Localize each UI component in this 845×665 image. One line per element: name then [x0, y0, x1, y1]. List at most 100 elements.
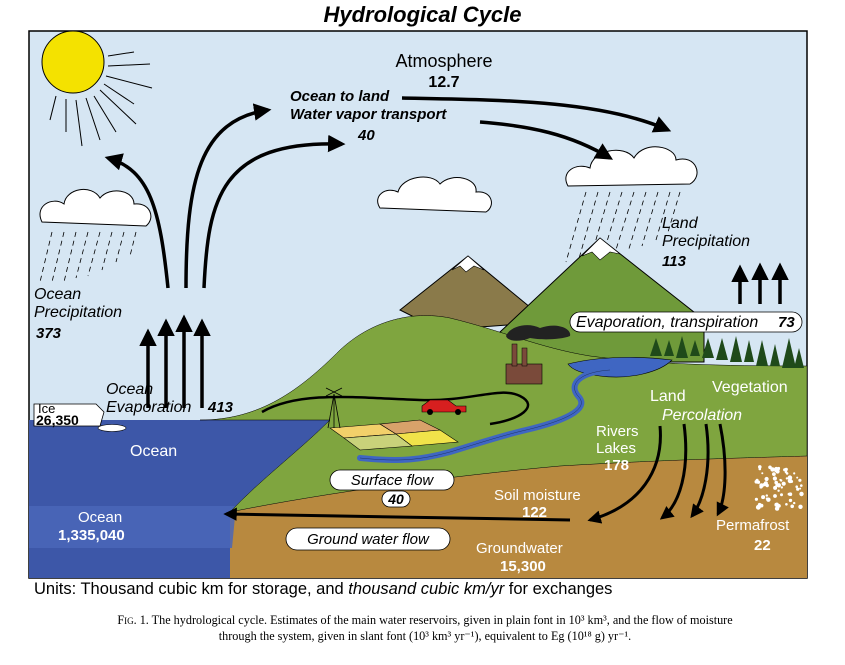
ice-shelf	[33, 403, 105, 427]
percolation-arrows	[587, 423, 729, 524]
ice-label: Ice	[38, 401, 55, 416]
lakes-label: Lakes	[596, 440, 636, 457]
units-note: Units: Thousand cubic km for storage, an…	[34, 580, 612, 599]
ocean-evap-label-2: Evaporation	[106, 399, 191, 416]
ocean-deep-band	[29, 506, 236, 548]
permafrost-dot	[795, 485, 798, 489]
permafrost-dot	[800, 493, 803, 497]
permafrost-dot	[780, 493, 783, 497]
surface-flow-label: Surface flow	[351, 472, 435, 489]
units-plain: Units: Thousand cubic km for storage, an…	[34, 580, 349, 598]
surface-flow-line	[261, 391, 530, 426]
sun-icon	[41, 30, 153, 147]
surface-flow-value: 40	[387, 491, 404, 507]
permafrost-dot	[758, 465, 762, 469]
groundwater-value: 15,300	[500, 558, 546, 575]
permafrost-dot	[758, 467, 762, 471]
caption-fig: Fig. 1.	[117, 613, 149, 627]
permafrost-dot	[779, 478, 782, 481]
permafrost-dot	[761, 495, 766, 500]
permafrost-dot	[774, 502, 779, 507]
permafrost-dot	[776, 483, 781, 488]
vapor-transport-arrows	[104, 96, 672, 289]
permafrost-dot	[793, 501, 796, 505]
permafrost-label: Permafrost	[716, 517, 790, 534]
land-precip-label: Land	[662, 215, 699, 232]
ground-water-flow-label: Ground water flow	[307, 531, 430, 548]
permafrost-dot	[788, 498, 793, 503]
cloud-middle-icon	[377, 176, 492, 213]
permafrost-dots	[754, 465, 804, 511]
evap-transp-label: Evaporation, transpiration	[576, 314, 758, 331]
ocean-precip-value: 373	[36, 325, 62, 342]
figure-caption: Fig. 1. The hydrological cycle. Estimate…	[80, 612, 770, 644]
surface-flow-box	[329, 469, 455, 491]
permafrost-dot	[785, 503, 788, 506]
caption-line2: through the system, given in slant font …	[218, 629, 632, 643]
permafrost-dot	[785, 477, 789, 480]
permafrost-dot	[763, 481, 768, 486]
factory-icon	[505, 325, 571, 385]
land-precip-label-2: Precipitation	[662, 233, 750, 250]
mountain-left-snow	[451, 255, 485, 273]
permafrost-dot	[798, 478, 802, 482]
permafrost-dot	[799, 487, 802, 490]
permafrost-dot	[798, 504, 803, 509]
permafrost-dot	[793, 472, 796, 475]
land-evaporation-arrows	[731, 262, 789, 304]
soil-moisture-label: Soil moisture	[494, 487, 581, 504]
ocean-evaporation-arrows	[139, 314, 211, 408]
permafrost-dot	[787, 492, 791, 496]
ocean-label: Ocean	[130, 443, 177, 460]
permafrost-dot	[774, 480, 778, 485]
permafrost-value: 22	[754, 537, 771, 554]
permafrost-dot	[768, 465, 772, 470]
atmosphere-label: Atmosphere	[395, 51, 492, 71]
permafrost-dot	[772, 472, 776, 476]
ocean-precip-label-2: Precipitation	[34, 304, 122, 321]
permafrost-dot	[781, 481, 786, 486]
permafrost-dot	[772, 476, 778, 481]
cloud-left-icon	[39, 189, 152, 227]
permafrost-dot	[773, 494, 777, 498]
atmosphere-value: 12.7	[428, 74, 459, 91]
surface-flow-value-box	[381, 490, 411, 508]
permafrost-dot	[785, 472, 789, 475]
permafrost-dot	[783, 468, 787, 472]
ocean-to-land-label: Ocean to land	[290, 88, 390, 105]
permafrost-dot	[756, 480, 761, 484]
permafrost-dot	[754, 497, 759, 501]
ocean-to-land-value: 40	[357, 127, 375, 144]
rivers-value: 178	[604, 457, 629, 474]
permafrost-dot	[764, 476, 769, 482]
permafrost-dot	[759, 485, 763, 489]
windmill-icon	[325, 387, 343, 429]
permafrost-dot	[773, 485, 778, 490]
permafrost-dot	[780, 486, 783, 489]
permafrost-dot	[765, 494, 768, 497]
water-vapor-transport-label: Water vapor transport	[290, 106, 447, 123]
rivers-label: Rivers	[596, 423, 639, 440]
ice-floe	[97, 424, 127, 432]
soil-moisture-value: 122	[522, 504, 547, 521]
permafrost-dot	[796, 476, 799, 479]
ground-water-flow-box	[285, 527, 451, 551]
groundwater-label: Groundwater	[476, 540, 563, 557]
ocean-storage-label: Ocean	[78, 509, 122, 526]
forest-icon	[650, 336, 804, 368]
units-end: for exchanges	[504, 580, 613, 598]
diagram-title: Hydrological Cycle	[323, 2, 522, 27]
percolation-label: Percolation	[662, 407, 742, 424]
ocean-precip-label: Ocean	[34, 286, 81, 303]
ocean-evap-value: 413	[207, 399, 234, 416]
permafrost-dot	[800, 484, 803, 487]
mountain-right-snow	[581, 237, 621, 261]
rain-ocean-icon	[39, 231, 137, 283]
permafrost-dot	[774, 506, 780, 511]
car-icon	[421, 399, 467, 415]
evap-transp-box	[569, 311, 803, 333]
ocean-evap-label: Ocean	[106, 381, 153, 398]
groundwater-flow-arrow	[223, 507, 571, 522]
permafrost-dot	[787, 475, 793, 481]
